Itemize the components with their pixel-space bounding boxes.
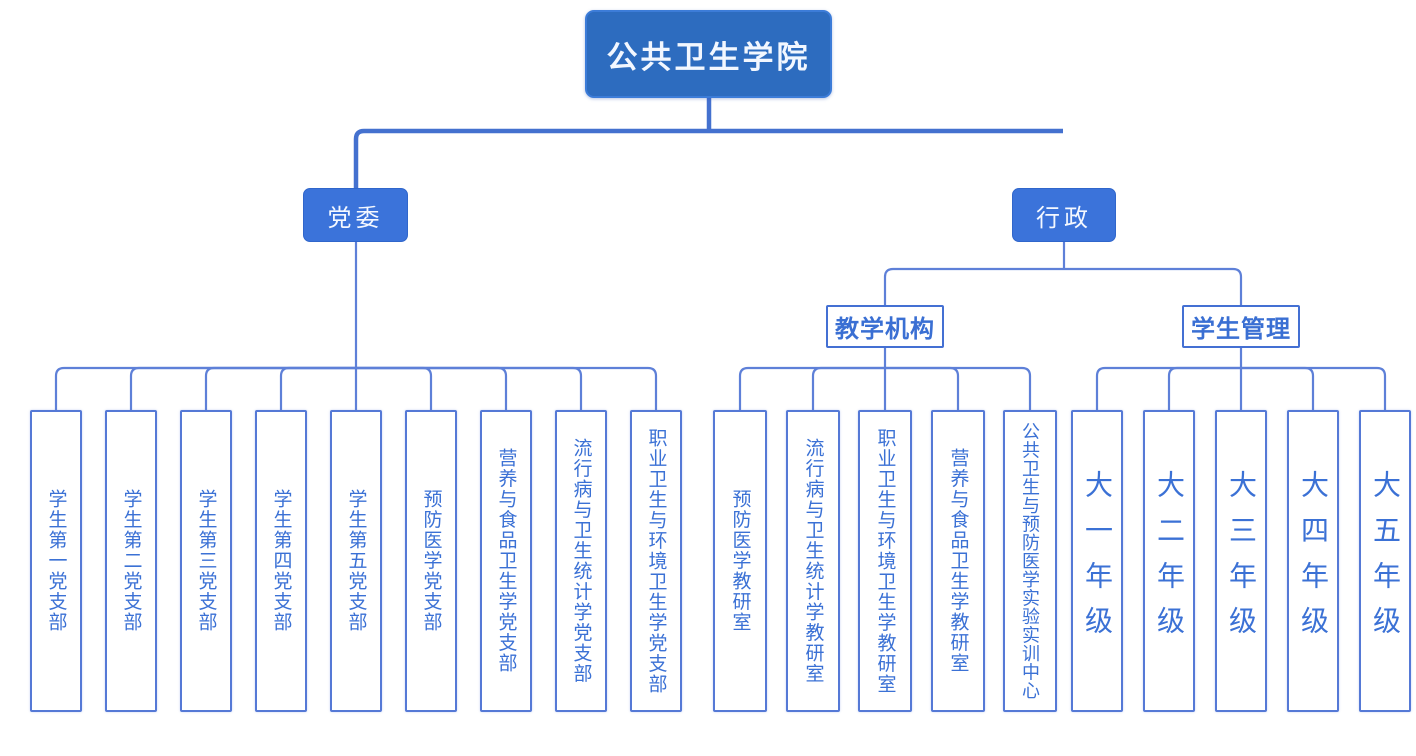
node-admin[interactable]: 行政	[1012, 188, 1116, 242]
leaf-teaching-office-3[interactable]: 职业卫生与环境卫生学教研室	[858, 410, 912, 712]
connector-party-c3	[204, 366, 356, 410]
leaf-party-branch-6[interactable]: 预防医学党支部	[405, 410, 457, 712]
connector-party-c8	[356, 366, 583, 410]
leaf-party-branch-2[interactable]: 学生第二党支部	[105, 410, 157, 712]
node-teaching-group[interactable]: 教学机构	[826, 305, 944, 348]
connector-students-c2	[1167, 366, 1241, 410]
leaf-party-branch-7[interactable]: 营养与食品卫生学党支部	[480, 410, 532, 712]
connector-party-c9	[356, 366, 658, 410]
connector-party-c2	[129, 366, 356, 410]
leaf-party-branch-1[interactable]: 学生第一党支部	[30, 410, 82, 712]
connector-party-c4	[279, 366, 356, 410]
leaf-party-branch-4[interactable]: 学生第四党支部	[255, 410, 307, 712]
connector-party-c1	[54, 366, 356, 410]
leaf-teaching-office-5[interactable]: 公共卫生与预防医学实验实训中心	[1003, 410, 1057, 712]
leaf-grade-1[interactable]: 大一年级	[1071, 410, 1123, 712]
connector-level1-bus	[353, 128, 1063, 188]
connector-students-c1	[1095, 366, 1241, 410]
connector-teaching-c5	[885, 366, 1032, 410]
node-root[interactable]: 公共卫生学院	[585, 10, 832, 98]
connector-party-c7	[356, 366, 508, 410]
leaf-teaching-office-4[interactable]: 营养与食品卫生学教研室	[931, 410, 985, 712]
connector-teaching-c2	[811, 366, 885, 410]
connector-students-c5	[1241, 366, 1387, 410]
leaf-party-branch-8[interactable]: 流行病与卫生统计学党支部	[555, 410, 607, 712]
leaf-grade-2[interactable]: 大二年级	[1143, 410, 1195, 712]
connector-party-c6	[356, 366, 433, 410]
connector-students-c4	[1241, 366, 1315, 410]
leaf-grade-4[interactable]: 大四年级	[1287, 410, 1339, 712]
connector-admin-teaching	[883, 267, 1064, 305]
node-party[interactable]: 党委	[303, 188, 408, 242]
leaf-teaching-office-1[interactable]: 预防医学教研室	[713, 410, 767, 712]
leaf-party-branch-3[interactable]: 学生第三党支部	[180, 410, 232, 712]
node-student-group[interactable]: 学生管理	[1182, 305, 1300, 348]
leaf-party-branch-9[interactable]: 职业卫生与环境卫生学党支部	[630, 410, 682, 712]
leaf-grade-3[interactable]: 大三年级	[1215, 410, 1267, 712]
leaf-grade-5[interactable]: 大五年级	[1359, 410, 1411, 712]
leaf-teaching-office-2[interactable]: 流行病与卫生统计学教研室	[786, 410, 840, 712]
connector-teaching-c4	[885, 366, 960, 410]
leaf-party-branch-5[interactable]: 学生第五党支部	[330, 410, 382, 712]
connector-teaching-c1	[738, 366, 885, 410]
connector-admin-students	[1064, 267, 1243, 305]
